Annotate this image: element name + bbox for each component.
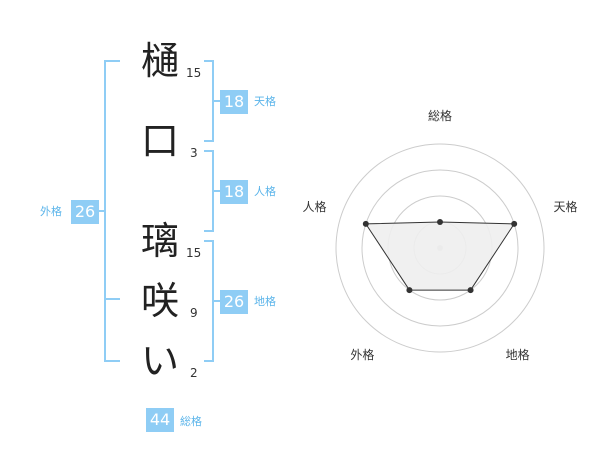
stroke-count-3: 15 [186,246,202,260]
radar-axis-label-4: 外格 [350,347,374,362]
radar-polygon [364,221,516,291]
radar-axis-label-5: 人格 [302,199,326,214]
jinkaku-label: 人格 [254,185,276,198]
stroke-count-5: 2 [190,366,198,380]
gaikaku-badge: 26 [71,200,99,224]
jinkaku-connector [214,190,220,192]
gaikaku-inner-tick [106,298,120,300]
radar-point-5 [362,220,369,227]
jinkaku-bracket [204,150,214,232]
name-char-1: 樋 [140,39,179,83]
name-char-2: 口 [140,119,179,163]
radar-axis-label-1: 総格 [428,108,452,123]
gaikaku-connector [98,210,104,212]
tenkaku-label: 天格 [254,95,276,108]
radar-axis-label-3: 地格 [506,347,530,362]
radar-ring-3 [361,169,519,327]
gaikaku-bracket [104,60,120,362]
name-char-3: 璃 [140,219,179,263]
stroke-count-1: 15 [186,66,202,80]
soukaku-badge: 44 [146,408,174,432]
tenkaku-bracket [204,60,214,142]
radar-ring-4 [335,143,545,353]
stroke-count-2: 3 [190,146,198,160]
chikaku-badge: 26 [220,290,248,314]
stroke-count-4: 9 [190,306,198,320]
radar-points [362,219,518,294]
radar-axis-label-2: 天格 [554,199,578,214]
radar-point-1 [437,219,443,225]
tenkaku-badge: 18 [220,90,248,114]
name-char-5: い [140,339,179,383]
chikaku-label: 地格 [254,295,276,308]
soukaku-label: 総格 [180,415,202,428]
gaikaku-label: 外格 [40,205,62,218]
radar-point-3 [467,287,474,294]
radar-point-4 [406,287,413,294]
chikaku-bracket [204,240,214,362]
name-char-4: 咲 [140,279,179,323]
radar-point-2 [511,220,518,227]
tenkaku-connector [214,100,220,102]
jinkaku-badge: 18 [220,180,248,204]
chikaku-connector [214,300,220,302]
